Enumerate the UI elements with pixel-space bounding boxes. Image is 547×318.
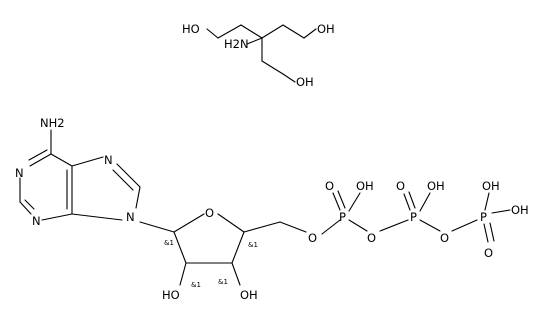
gamma-phosphoryl-oxygen-label: O <box>484 246 493 260</box>
n7-atom-label: N <box>104 153 113 167</box>
beta-phosphoryl-oxygen-label: O <box>396 179 405 193</box>
ribose-ring-oxygen-label: O <box>205 206 214 220</box>
beta-phosphorus-label: P <box>410 210 417 224</box>
alpha-phosphorus-label: P <box>339 210 346 224</box>
n3-atom-label: N <box>32 214 41 228</box>
beta-hydroxyl-label: OH <box>427 179 445 193</box>
beta-gamma-bridge-oxygen-label: O <box>440 231 449 245</box>
tris-hydroxyl-bottom-label: OH <box>296 75 314 89</box>
c4-stereo-label: &1 <box>248 241 258 249</box>
gamma-phosphorus-label: P <box>480 210 487 224</box>
n1-atom-label: N <box>15 166 24 180</box>
triphosphate-chain <box>321 190 511 243</box>
tris-molecule: HO OH H2N OH <box>182 22 335 89</box>
alpha-phosphoryl-oxygen-label: O <box>325 179 334 193</box>
n9-atom-label: N <box>126 210 135 224</box>
c1-stereo-label: &1 <box>164 239 174 247</box>
c3-stereo-label: &1 <box>218 278 228 286</box>
tris-hydroxyl-right-label: OH <box>317 22 335 36</box>
alpha-hydroxyl-label: OH <box>356 179 374 193</box>
ribose-ring <box>173 213 245 264</box>
tris-amine-label: H2N <box>224 37 249 51</box>
c2-hydroxyl-label: HO <box>162 288 180 302</box>
adenine-pyrimidine-ring <box>19 129 73 221</box>
c3-hydroxyl-label: OH <box>240 288 258 302</box>
adenine-imidazole-ring <box>71 156 141 221</box>
c2-stereo-label: &1 <box>191 281 201 289</box>
gamma-hydroxyl-right-label: OH <box>511 203 529 217</box>
amino-group-label: NH2 <box>40 116 65 130</box>
alpha-beta-bridge-oxygen-label: O <box>367 231 376 245</box>
o5-oxygen-label: O <box>308 231 317 245</box>
tris-hydroxyl-left-label: HO <box>182 22 200 36</box>
gamma-hydroxyl-top-label: OH <box>482 179 500 193</box>
atp-molecule: NH2 N N N N O &1 &1 &1 &1 HO OH O P O OH… <box>15 116 529 302</box>
